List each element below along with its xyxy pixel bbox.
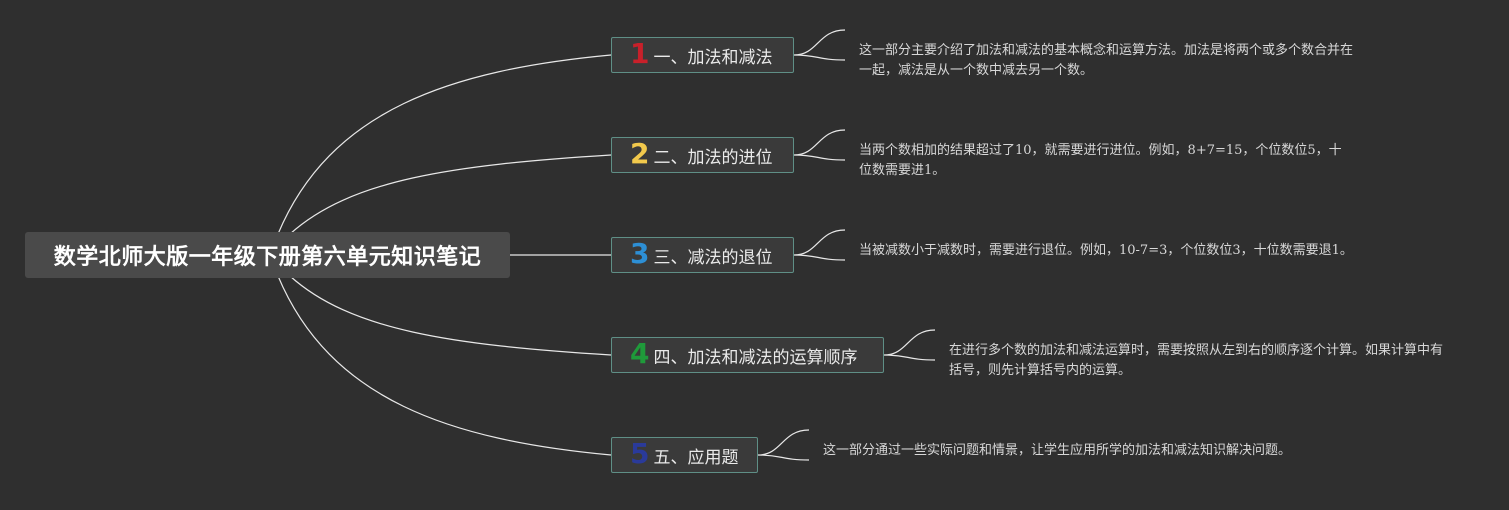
number-2-icon: 2 — [630, 137, 650, 170]
topic-3[interactable]: 3 三、减法的退位 — [611, 237, 794, 273]
topic-1-label: 一、加法和减法 — [653, 47, 773, 68]
number-3-icon: 3 — [630, 237, 650, 270]
number-1-icon: 1 — [630, 37, 650, 70]
topic-1-note: 这一部分主要介绍了加法和减法的基本概念和运算方法。加法是将两个或多个数合并在一起… — [859, 43, 1354, 78]
note-bracket-4 — [883, 329, 936, 361]
branch-line-1 — [277, 54, 612, 235]
topic-4-note: 在进行多个数的加法和减法运算时，需要按照从左到右的顺序逐个计算。如果计算中有括号… — [949, 343, 1444, 378]
topic-5-note: 这一部分通过一些实际问题和情景，让学生应用所学的加法和减法知识解决问题。 — [823, 443, 1292, 458]
note-bracket-5 — [757, 429, 810, 461]
topic-1[interactable]: 1 一、加法和减法 — [611, 37, 794, 73]
branch-line-4 — [289, 275, 612, 356]
topic-4-label: 四、加法和减法的运算顺序 — [653, 347, 858, 368]
topic-5-label: 五、应用题 — [653, 447, 739, 468]
topic-4[interactable]: 4 四、加法和减法的运算顺序 — [611, 337, 884, 373]
branch-line-5 — [277, 275, 612, 456]
topic-2-label: 二、加法的进位 — [653, 147, 773, 168]
root-topic[interactable]: 数学北师大版一年级下册第六单元知识笔记 — [25, 232, 510, 278]
note-bracket-2 — [793, 129, 846, 161]
topic-3-note: 当被减数小于减数时，需要进行退位。例如，10-7=3，个位数位3，十位数需要退1… — [859, 243, 1353, 258]
topic-5[interactable]: 5 五、应用题 — [611, 437, 758, 473]
number-5-icon: 5 — [630, 437, 650, 470]
topic-3-label: 三、减法的退位 — [653, 247, 773, 268]
number-4-icon: 4 — [630, 337, 650, 370]
topic-2[interactable]: 2 二、加法的进位 — [611, 137, 794, 173]
note-bracket-1 — [793, 29, 846, 61]
branch-line-2 — [289, 154, 612, 235]
note-bracket-3 — [793, 229, 846, 261]
root-title: 数学北师大版一年级下册第六单元知识笔记 — [53, 245, 482, 270]
topic-2-note: 当两个数相加的结果超过了10，就需要进行进位。例如，8+7=15，个位数位5，十… — [859, 143, 1342, 178]
